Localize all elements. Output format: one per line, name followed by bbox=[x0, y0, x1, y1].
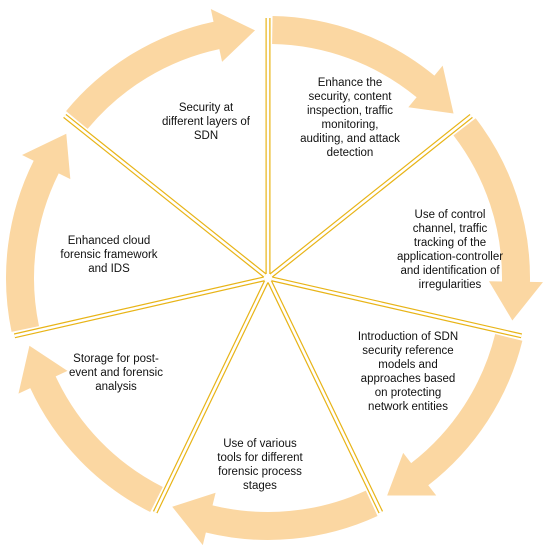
divider-line bbox=[63, 113, 267, 278]
segment-label-control-channel: Use of control channel, traffic tracking… bbox=[396, 209, 504, 291]
divider-line bbox=[13, 276, 265, 339]
divider-line bbox=[152, 280, 269, 514]
segment-label-content-inspection: Enhance the security, content inspection… bbox=[300, 77, 400, 159]
segment-label-reference-models: Introduction of SDN security reference m… bbox=[357, 331, 459, 413]
divider-line bbox=[271, 276, 523, 339]
divider-line bbox=[267, 280, 384, 514]
ring-arrow-forensic-tools bbox=[18, 345, 163, 513]
segment-label-cloud-forensic: Enhanced cloud forensic framework and ID… bbox=[60, 235, 158, 275]
ring-arrow-post-event-storage bbox=[5, 133, 71, 332]
segment-label-post-event-storage: Storage for post- event and forensic ana… bbox=[69, 353, 163, 393]
ring-arrow-reference-models bbox=[172, 490, 378, 546]
ring-arrow-control-channel bbox=[387, 334, 523, 496]
ring-arrow-cloud-forensic bbox=[66, 9, 256, 129]
ring-arrow-content-inspection bbox=[453, 118, 543, 321]
ring-arrow-security-layers bbox=[272, 16, 454, 114]
divider-line bbox=[269, 113, 473, 278]
segment-label-forensic-tools: Use of various tools for different foren… bbox=[217, 438, 303, 492]
segment-label-security-layers: Security at different layers of SDN bbox=[161, 102, 250, 142]
